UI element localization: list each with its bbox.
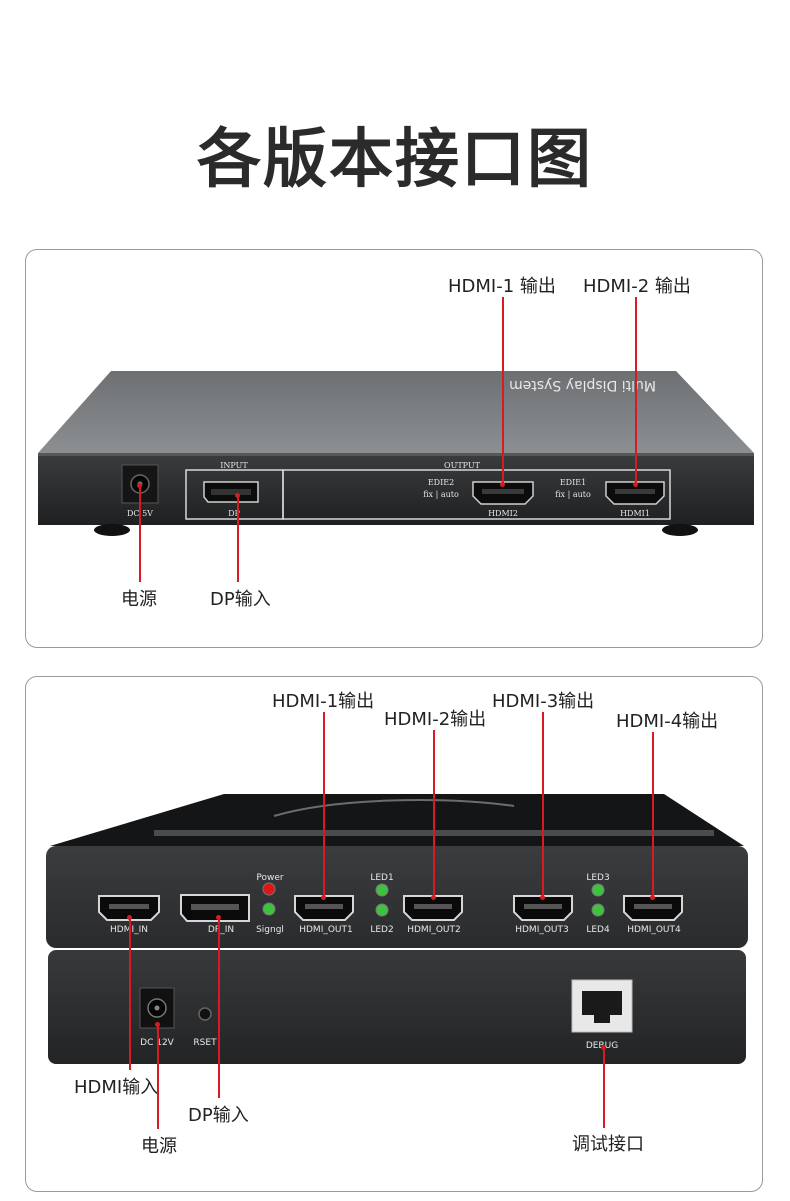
- input-label: INPUT: [220, 461, 248, 470]
- callout-line: [542, 712, 544, 898]
- callout-dot: [500, 482, 505, 487]
- callout-dot: [216, 915, 221, 920]
- signal-led-label: Signgl: [256, 925, 284, 935]
- callout-debug-port: 调试接口: [572, 1134, 644, 1155]
- callout-line: [635, 297, 637, 485]
- edid1-label: EDIE1: [560, 478, 586, 487]
- upper-front-face: [46, 846, 748, 948]
- led4-label: LED4: [586, 925, 610, 935]
- callout-line: [129, 918, 131, 1070]
- hdmi-out4-label: HDMI_OUT4: [627, 925, 681, 935]
- hdmi-out3-label: HDMI_OUT3: [515, 925, 569, 935]
- callout-hdmi2-output: HDMI-2输出: [384, 709, 487, 730]
- output-frame: [282, 469, 671, 520]
- callout-dot: [650, 895, 655, 900]
- led2: [375, 903, 389, 917]
- edid2-label: EDIE2: [428, 478, 454, 487]
- device-foot: [662, 524, 698, 536]
- callout-dot: [137, 483, 142, 488]
- reset-label: RSET: [193, 1038, 217, 1048]
- device-top-surface: [50, 794, 744, 846]
- signal-led: [262, 902, 276, 916]
- callout-line: [502, 297, 504, 485]
- callout-dot: [127, 915, 132, 920]
- callout-line: [237, 496, 239, 582]
- device-4-output-photo: HDMI_IN DP_IN Power Signgl HDMI_OUT1 LED…: [46, 794, 748, 1064]
- page-title: 各版本接口图: [197, 123, 593, 197]
- led3-label: LED3: [586, 873, 609, 883]
- device-top-surface: [38, 371, 754, 453]
- callout-dot: [540, 895, 545, 900]
- hdmi1-label: HDMI1: [620, 509, 650, 518]
- callout-dot: [155, 1022, 160, 1027]
- callout-power: 电源: [121, 589, 157, 610]
- callout-dot: [633, 482, 638, 487]
- callout-dp-input: DP输入: [188, 1105, 249, 1126]
- callout-hdmi3-output: HDMI-3输出: [492, 691, 595, 712]
- reset-button: [198, 1007, 212, 1021]
- output-label: OUTPUT: [444, 461, 481, 470]
- callout-dot: [601, 1045, 606, 1050]
- callout-hdmi1-output: HDMI-1 输出: [448, 276, 556, 297]
- callout-hdmi1-output: HDMI-1输出: [272, 691, 375, 712]
- led3: [591, 883, 605, 897]
- hdmi2-label: HDMI2: [488, 509, 518, 518]
- callout-dp-input: DP输入: [210, 589, 271, 610]
- led2-label: LED2: [370, 925, 393, 935]
- callout-line: [157, 1025, 159, 1129]
- led4: [591, 903, 605, 917]
- power-led: [262, 882, 276, 896]
- callout-power: 电源: [141, 1136, 177, 1157]
- callout-line: [218, 918, 220, 1098]
- callout-line: [652, 732, 654, 898]
- brand-text: Multi Display System: [509, 377, 656, 393]
- callout-dot: [235, 493, 240, 498]
- hdmi-out1-label: HDMI_OUT1: [299, 925, 353, 935]
- power-led-label: Power: [256, 873, 284, 883]
- edid2-switch-label: fix | auto: [423, 490, 459, 499]
- led1-label: LED1: [370, 873, 393, 883]
- callout-line: [433, 730, 435, 898]
- dc-12v-jack: [139, 987, 175, 1029]
- edid1-switch-label: fix | auto: [555, 490, 591, 499]
- callout-dot: [431, 895, 436, 900]
- callout-hdmi2-output: HDMI-2 输出: [583, 276, 691, 297]
- callout-line: [603, 1048, 605, 1128]
- callout-hdmi4-output: HDMI-4输出: [616, 711, 719, 732]
- device-foot: [94, 524, 130, 536]
- callout-line: [323, 712, 325, 898]
- callout-dot: [321, 895, 326, 900]
- callout-hdmi-input: HDMI输入: [74, 1077, 159, 1098]
- lower-box-face: [48, 950, 746, 1064]
- dp-in-label: DP_IN: [208, 925, 234, 935]
- hdmi-out2-label: HDMI_OUT2: [407, 925, 461, 935]
- led1: [375, 883, 389, 897]
- dp-label: DP: [228, 509, 240, 518]
- callout-line: [139, 486, 141, 582]
- device-2-output-photo: Multi Display System DC 5V INPUT DP OUTP…: [38, 371, 754, 536]
